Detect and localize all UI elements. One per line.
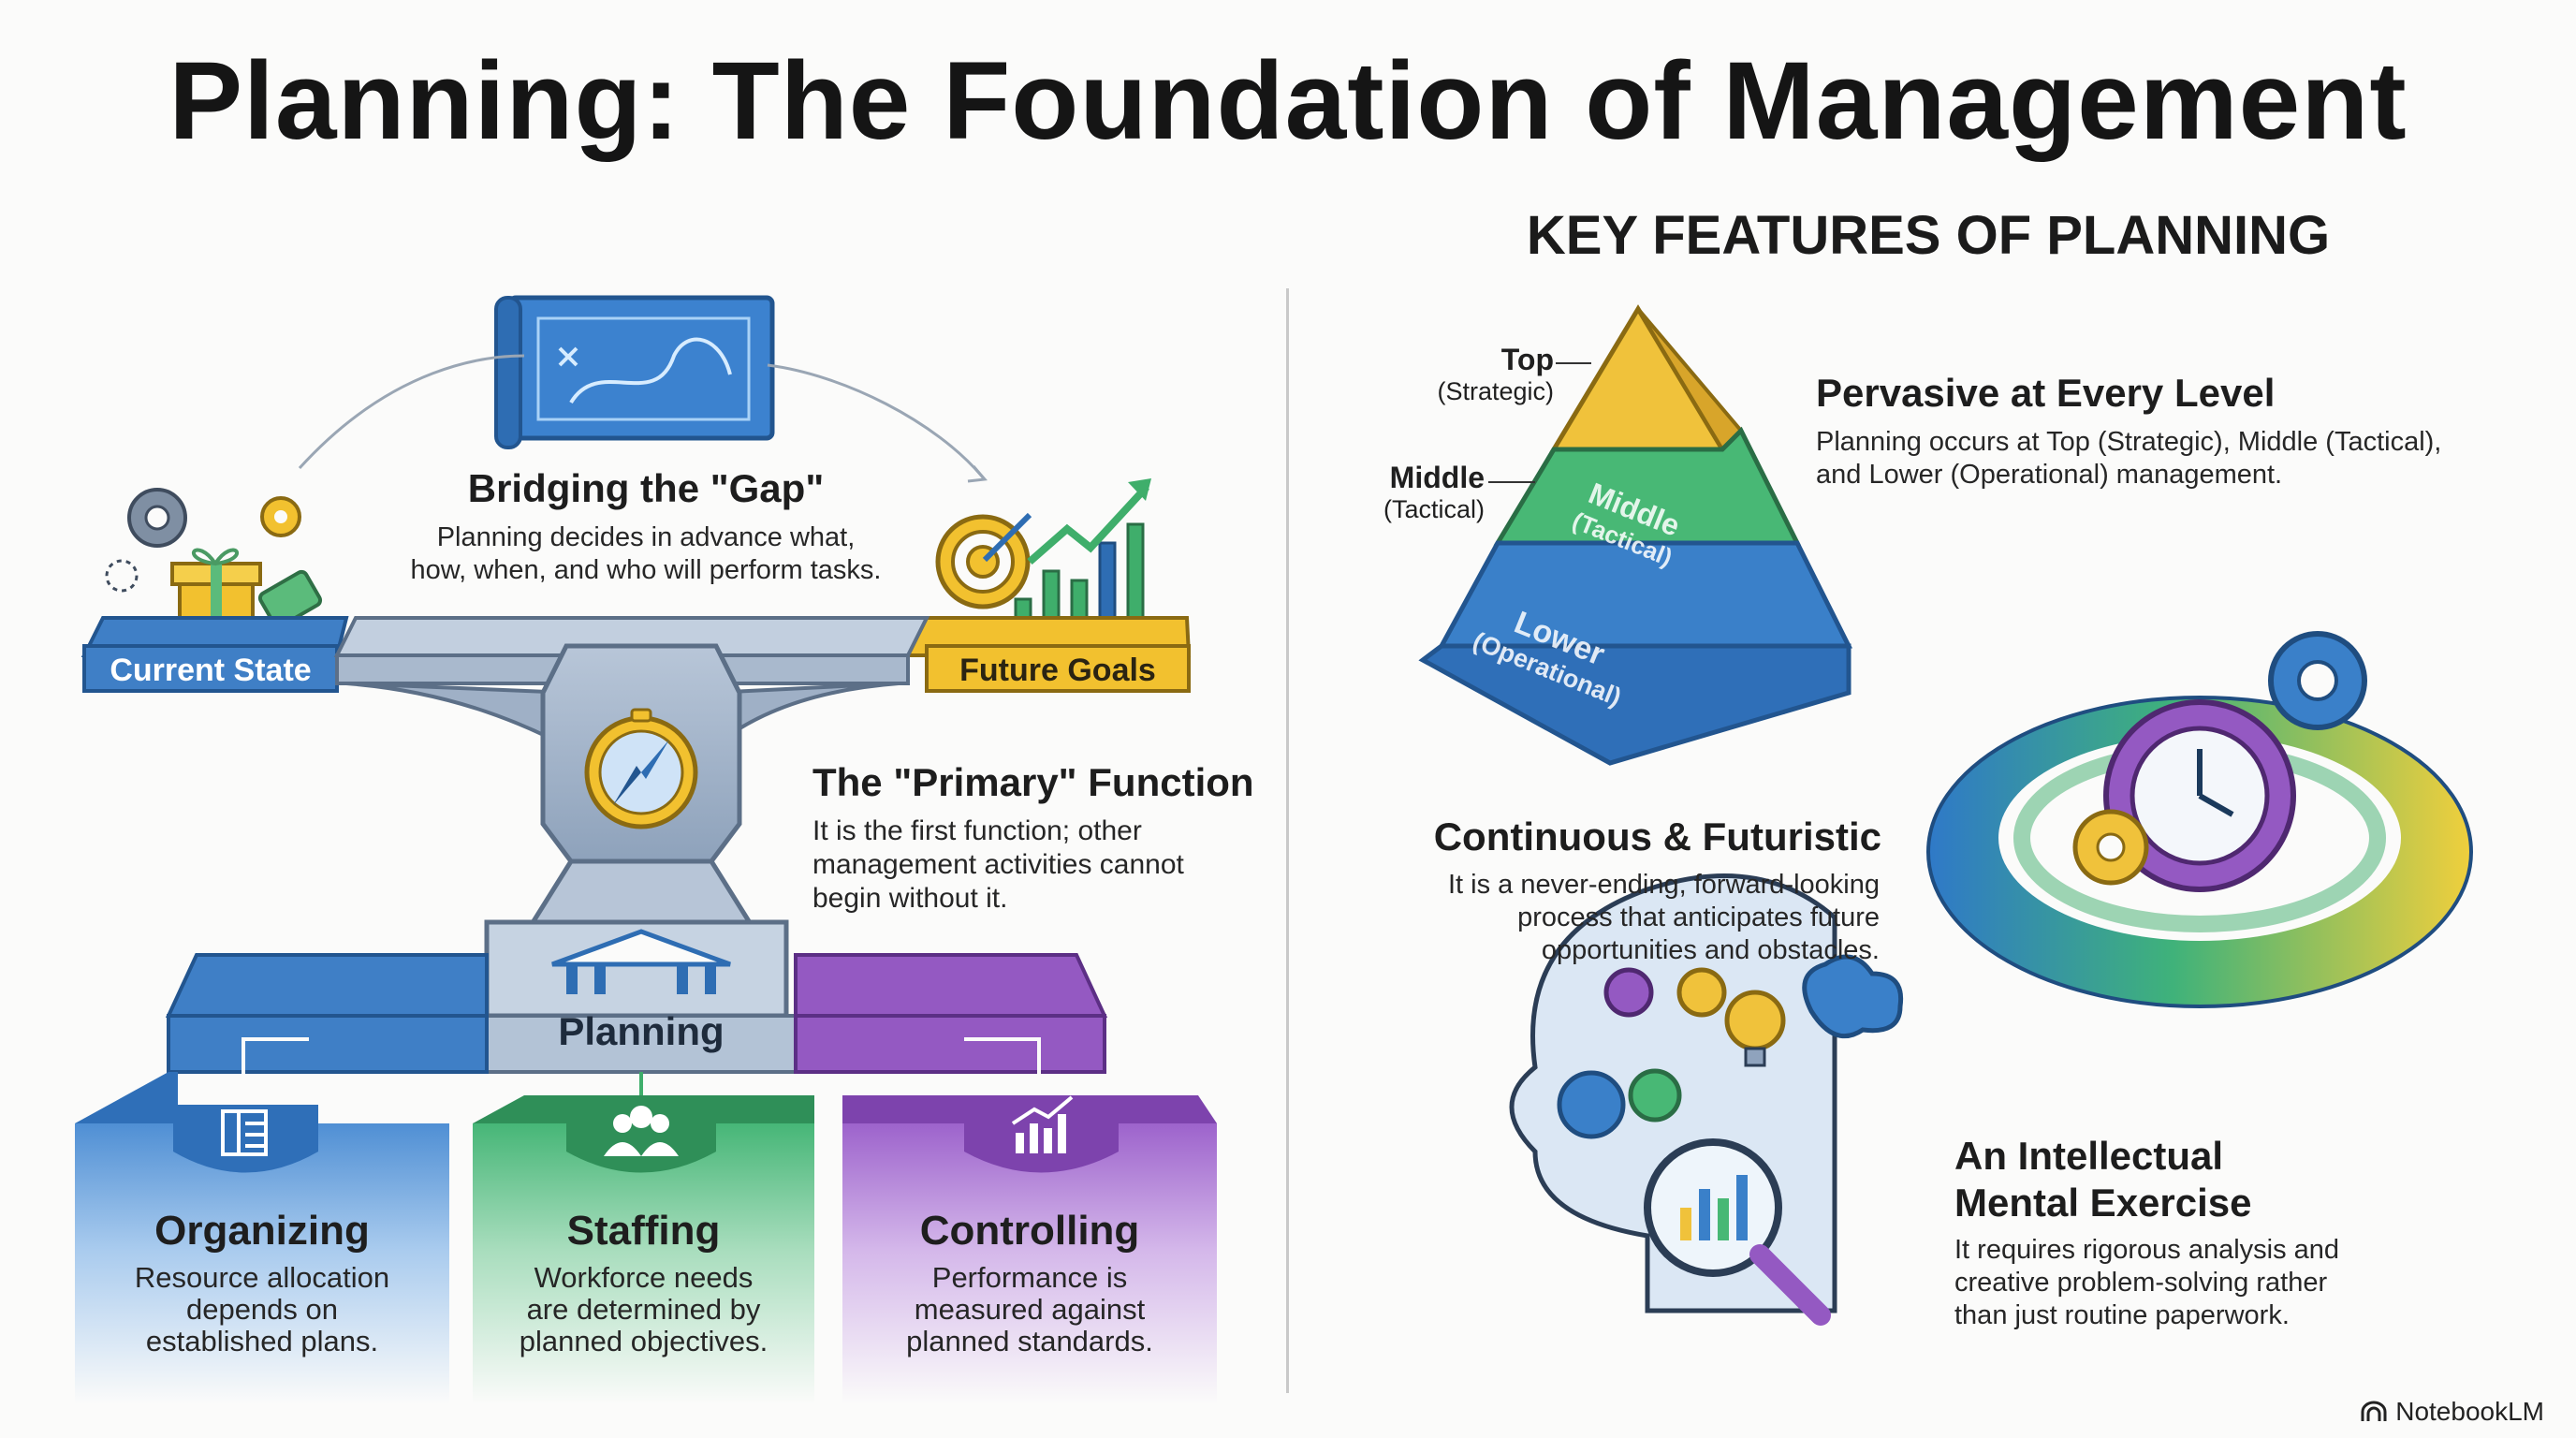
intellectual-text: It requires rigorous analysis and creati… [1954,1234,2479,1331]
future-goals-label: Future Goals [959,653,1156,688]
clock-ring-illustration [1926,631,2473,1008]
planning-beam [165,953,1108,1105]
organizing-text: Resource allocation depends on establish… [75,1261,449,1358]
pervasive-text-line: Planning occurs at Top (Strategic), Midd… [1816,427,2442,457]
features-heading: KEY FEATURES OF PLANNING [1526,205,2331,266]
bridge-text-line: how, when, and who will perform tasks. [410,554,882,585]
continuous-text-line: opportunities and obstacles. [1541,934,1880,965]
pervasive-text-line: and Lower (Operational) management. [1816,459,2283,490]
bridge-illustration [80,616,1192,1019]
primary-function-title: The "Primary" Function [812,760,1254,804]
intellectual-title-line: An Intellectual [1954,1134,2224,1178]
primary-text-line: management activities cannot [812,849,1184,880]
gears-gift-icon [105,488,323,640]
card-text-line: measured against [914,1293,1146,1327]
bridge-title: Bridging the "Gap" [467,466,825,510]
card-text-line: planned objectives. [519,1325,768,1358]
column-divider [1286,288,1289,1393]
bridge-text: Planning decides in advance what, how, w… [356,521,936,587]
pervasive-text: Planning occurs at Top (Strategic), Midd… [1816,426,2527,492]
continuous-text-line: process that anticipates future [1517,902,1880,932]
card-text-line: planned standards. [906,1325,1153,1358]
notebooklm-logo-icon [2361,1401,2387,1421]
page-title: Planning: The Foundation of Management [168,39,2408,163]
pyramid-illustration [1418,304,1853,766]
primary-function-text: It is the first function; other manageme… [812,814,1243,916]
organizing-title: Organizing [154,1208,370,1254]
card-text-line: Workforce needs [534,1261,754,1294]
blueprint-icon [494,295,775,449]
organizing-card: Organizing Resource allocation depends o… [75,1208,449,1357]
cards-art [75,1072,1217,1404]
controlling-card: Controlling Performance is measured agai… [842,1208,1217,1357]
top-level-label: Top [1500,343,1554,376]
controlling-title: Controlling [919,1208,1140,1254]
continuous-title: Continuous & Futuristic [1433,814,1881,858]
card-text-line: are determined by [526,1293,761,1327]
current-state-label: Current State [110,653,312,688]
top-level-sub: (Strategic) [1437,377,1554,405]
pyramid-top-label: Top (Strategic) [1404,343,1554,406]
card-text-line: Performance is [931,1261,1128,1294]
continuous-text: It is a never-ending, forward-looking pr… [1367,869,1880,966]
primary-text-line: begin without it. [812,883,1008,914]
target-growth-icon [935,478,1151,633]
middle-level-sub: (Tactical) [1383,495,1485,523]
intellectual-title-line: Mental Exercise [1954,1181,2252,1225]
brand-name: NotebookLM [2395,1397,2544,1426]
staffing-text: Workforce needs are determined by planne… [473,1261,814,1358]
controlling-text: Performance is measured against planned … [842,1261,1217,1358]
intellectual-title: An Intellectual Mental Exercise [1954,1133,2479,1227]
card-text-line: Resource allocation [134,1261,390,1294]
planning-label: Planning [558,1009,724,1053]
intellectual-text-line: creative problem-solving rather [1954,1267,2328,1298]
card-text-line: depends on [185,1293,339,1327]
middle-level-label: Middle [1389,461,1485,494]
head-brain-illustration [1509,873,1904,1326]
footer-brand: NotebookLM [2360,1397,2544,1427]
staffing-card: Staffing Workforce needs are determined … [473,1208,814,1357]
pyramid-middle-label: Middle (Tactical) [1329,461,1485,524]
primary-text-line: It is the first function; other [812,815,1142,846]
pervasive-title: Pervasive at Every Level [1816,371,2276,415]
card-text-line: established plans. [145,1325,379,1358]
intellectual-text-line: than just routine paperwork. [1954,1299,2290,1330]
continuous-text-line: It is a never-ending, forward-looking [1447,870,1880,900]
intellectual-text-line: It requires rigorous analysis and [1954,1235,2340,1265]
bridge-text-line: Planning decides in advance what, [436,522,856,552]
staffing-title: Staffing [566,1208,721,1254]
